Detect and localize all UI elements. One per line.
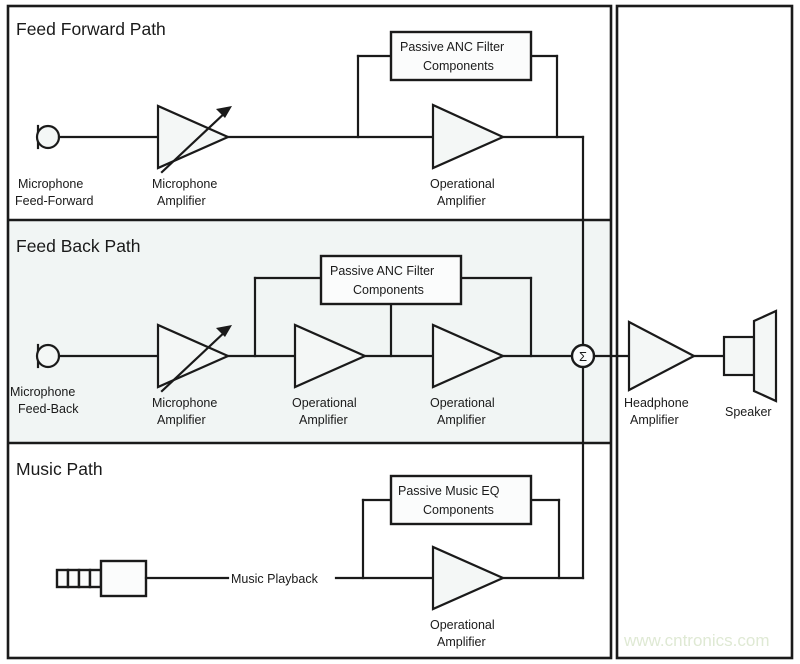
mic-ff-label-line2: Feed-Forward [15,194,94,208]
microphone-feed-forward-icon [35,124,61,150]
paths-outer-frame [6,4,613,660]
fb-feedback-network [253,276,533,358]
music-path-title: Music Path [16,459,103,479]
mic-amp-fb-label-line2: Amplifier [157,413,206,427]
microphone-amplifier-fb-icon [156,323,232,393]
music-playback-label: Music Playback [231,572,319,586]
feed-forward-title: Feed Forward Path [16,19,166,39]
op-amp-fb1-label-line2: Amplifier [299,413,348,427]
music-eq-label-line1: Passive Music EQ [398,484,500,498]
summing-junction: Σ [570,343,596,369]
operational-amplifier-music-icon [431,545,506,611]
mic-fb-label-line2: Feed-Back [18,402,79,416]
ff-feedback-network [356,54,559,139]
mic-fb-label-line1: Microphone [10,385,75,399]
op-amp-music-label-line2: Amplifier [437,635,486,649]
op-amp-music-label-line1: Operational [430,618,495,632]
microphone-feed-back-icon [35,343,61,369]
operational-amplifier-fb-1-icon [293,323,368,389]
mic-amp-ff-label-line2: Amplifier [157,194,206,208]
anc-filter-ff-label-line1: Passive ANC Filter [400,40,504,54]
mic-amp-fb-label-line1: Microphone [152,396,217,410]
speaker-label: Speaker [725,405,772,419]
passive-music-eq-block: Passive Music EQ Components [389,474,533,526]
op-amp-fb2-label-line1: Operational [430,396,495,410]
music-feedback-network [361,498,561,580]
mic-ff-label-line1: Microphone [18,177,83,191]
passive-anc-filter-fb-block: Passive ANC Filter Components [319,254,463,306]
op-amp-fb1-label-line1: Operational [292,396,357,410]
mic-amp-ff-label-line1: Microphone [152,177,217,191]
operational-amplifier-ff-icon [431,103,506,170]
speaker-icon [722,309,778,403]
op-amp-ff-label-line2: Amplifier [437,194,486,208]
output-stage-frame [615,4,794,660]
microphone-amplifier-ff-icon [156,104,232,174]
music-eq-label-line2: Components [423,503,494,517]
feed-back-title: Feed Back Path [16,236,141,256]
summing-junction-symbol: Σ [579,349,587,364]
headphone-amplifier-icon [627,320,697,392]
operational-amplifier-fb-2-icon [431,323,506,389]
audio-jack-plug-icon [55,559,148,598]
passive-anc-filter-ff-block: Passive ANC Filter Components [389,30,533,82]
anc-filter-ff-label-line2: Components [423,59,494,73]
headphone-amp-label-line2: Amplifier [630,413,679,427]
anc-filter-fb-label-line1: Passive ANC Filter [330,264,434,278]
op-amp-ff-label-line1: Operational [430,177,495,191]
anc-filter-fb-label-line2: Components [353,283,424,297]
watermark-text: www.cntronics.com [623,631,769,650]
headphone-amp-label-line1: Headphone [624,396,689,410]
op-amp-fb2-label-line2: Amplifier [437,413,486,427]
